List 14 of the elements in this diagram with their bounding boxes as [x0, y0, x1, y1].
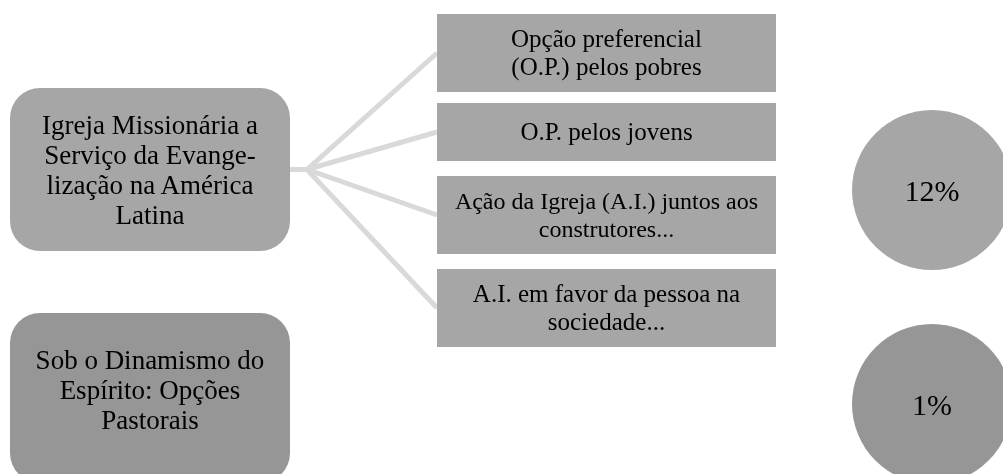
node-text: 1% — [912, 386, 952, 423]
rounded-box — [10, 88, 290, 251]
node-text: Ação da Igreja (A.I.) juntos aos construtores... — [453, 187, 760, 243]
process-box — [437, 176, 776, 254]
process-box — [437, 269, 776, 347]
node-text: Opção preferencial (O.P.) pelos pobres — [510, 25, 703, 81]
node-text: O.P. pelos jovens — [520, 118, 693, 146]
node-text: 12% — [904, 172, 960, 209]
process-box — [437, 103, 776, 161]
process-box — [437, 14, 776, 92]
node-text: A.I. em favor da pessoa na sociedade... — [471, 280, 742, 336]
rounded-box — [10, 313, 290, 474]
node-text: Igreja Missionária a Serviço da Evange- lização na América Latina — [41, 109, 259, 230]
node-text: Sob o Dinamismo do Espírito: Opções Pastorais — [34, 345, 266, 435]
